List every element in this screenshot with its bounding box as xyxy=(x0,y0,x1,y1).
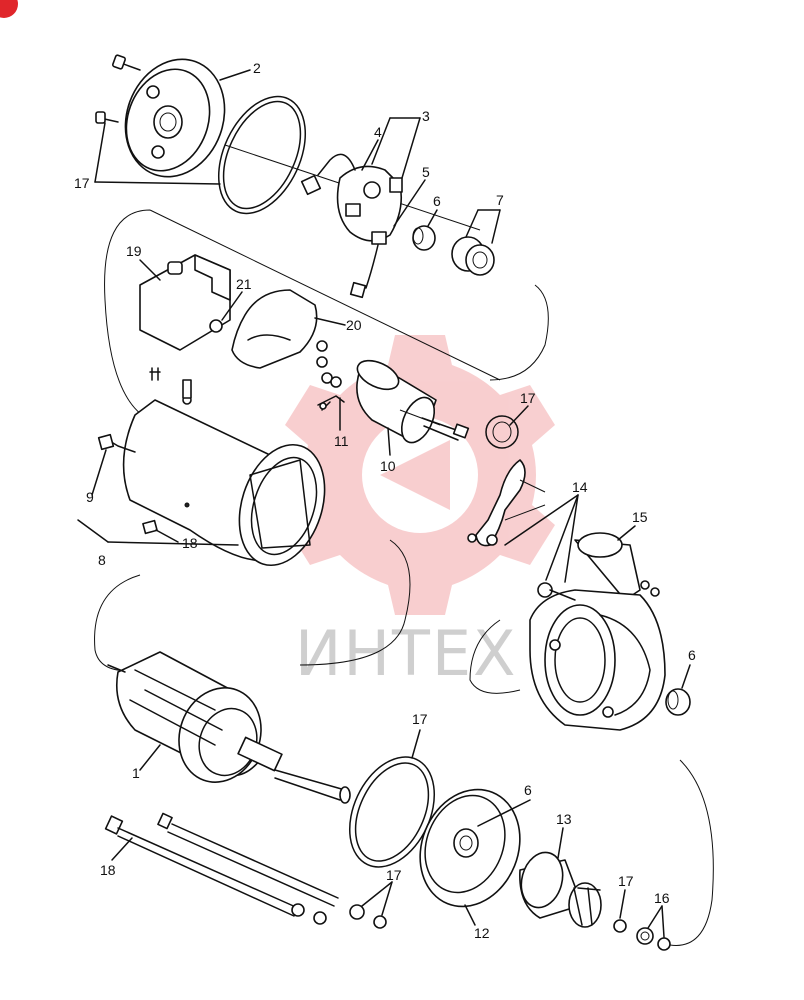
callout-17e: 17 xyxy=(618,873,634,889)
callout-11: 11 xyxy=(334,433,349,449)
callout-7: 7 xyxy=(496,192,504,208)
callout-2: 2 xyxy=(253,60,261,76)
callout-6b: 6 xyxy=(688,647,696,663)
nut-21 xyxy=(209,319,223,333)
callout-17d: 17 xyxy=(386,867,402,883)
callout-4: 4 xyxy=(374,124,382,140)
callout-19: 19 xyxy=(126,243,142,259)
callout-14: 14 xyxy=(572,479,588,495)
terminal-hardware xyxy=(316,340,345,411)
brush-holder-assembly xyxy=(300,153,495,299)
callout-9: 9 xyxy=(86,489,94,505)
through-bolts xyxy=(104,812,387,929)
callout-3: 3 xyxy=(422,108,430,124)
callout-6a: 6 xyxy=(433,193,441,209)
boot-cover xyxy=(231,289,318,369)
corner-badge-icon xyxy=(0,0,18,18)
callout-13: 13 xyxy=(556,811,572,827)
callout-21: 21 xyxy=(236,276,252,292)
washer-17-mid xyxy=(485,415,519,449)
callout-15: 15 xyxy=(632,509,648,525)
end-cap-assembly xyxy=(95,54,481,231)
washer-16b xyxy=(657,937,671,951)
callout-18a: 18 xyxy=(182,535,198,551)
callout-10: 10 xyxy=(380,458,396,474)
end-plate xyxy=(419,788,521,908)
callout-17b: 17 xyxy=(520,390,536,406)
callout-labels: 2 3 4 5 6 7 17 19 21 20 11 10 17 14 15 9… xyxy=(74,60,696,941)
callout-1: 1 xyxy=(132,765,140,781)
callout-16: 16 xyxy=(654,890,670,906)
watermark-text: ИНТЕХ xyxy=(295,617,518,690)
solenoid xyxy=(356,359,470,444)
callout-17c: 17 xyxy=(412,711,428,727)
callout-20: 20 xyxy=(346,317,362,333)
callout-17a: 17 xyxy=(74,175,90,191)
shift-lever xyxy=(467,459,546,547)
callout-12: 12 xyxy=(474,925,490,941)
housing-outline-bottom xyxy=(669,759,714,946)
housing-outline-top xyxy=(104,209,549,421)
callout-8: 8 xyxy=(98,552,106,568)
leader-lines xyxy=(77,69,691,938)
callout-6c: 6 xyxy=(524,782,532,798)
washer-16a xyxy=(636,927,654,945)
callout-5: 5 xyxy=(422,164,430,180)
washer-17-bottom xyxy=(613,919,627,933)
field-frame xyxy=(97,367,326,567)
callout-18b: 18 xyxy=(100,862,116,878)
drive-housing xyxy=(529,532,666,731)
housing-outline-mid xyxy=(94,539,521,694)
drive-pinion xyxy=(519,851,602,928)
armature xyxy=(107,651,351,804)
solenoid-cover xyxy=(139,254,231,351)
